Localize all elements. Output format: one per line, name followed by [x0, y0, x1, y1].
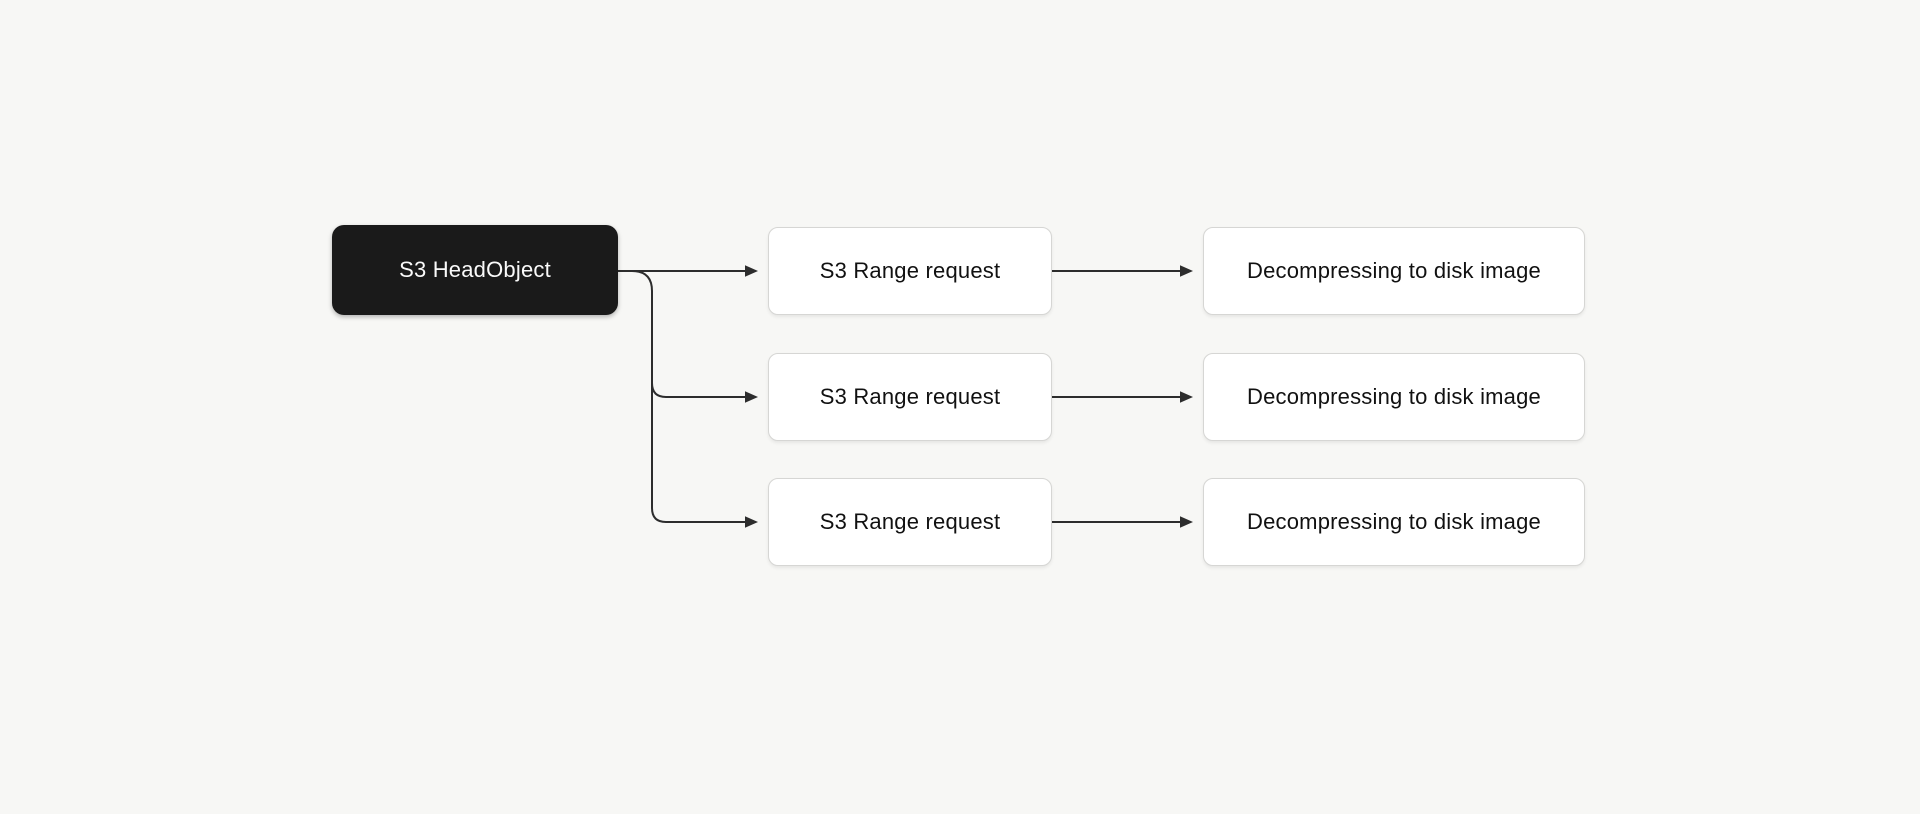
node-decompressing-2-label: Decompressing to disk image	[1247, 384, 1541, 409]
node-decompressing-1-label: Decompressing to disk image	[1247, 258, 1541, 283]
node-decompressing-1: Decompressing to disk image	[1203, 227, 1585, 315]
edge-source-to-range-1	[651, 382, 745, 398]
node-s3-range-request-3: S3 Range request	[768, 478, 1052, 566]
node-s3-headobject: S3 HeadObject	[332, 225, 618, 315]
node-decompressing-3: Decompressing to disk image	[1203, 478, 1585, 566]
node-decompressing-3-label: Decompressing to disk image	[1247, 509, 1541, 534]
arrowhead-icon	[745, 391, 758, 403]
node-s3-range-request-2-label: S3 Range request	[819, 384, 1001, 409]
arrowhead-icon	[745, 265, 758, 277]
node-s3-range-request-3-label: S3 Range request	[819, 509, 1001, 534]
arrowhead-icon	[745, 516, 758, 528]
arrowhead-icon	[1180, 516, 1193, 528]
arrowhead-icon	[1180, 265, 1193, 277]
node-s3-range-request-1-label: S3 Range request	[819, 258, 1001, 283]
edge-source-to-range-2	[618, 270, 745, 523]
arrowhead-icon	[1180, 391, 1193, 403]
node-s3-headobject-label: S3 HeadObject	[399, 257, 551, 282]
node-s3-range-request-1: S3 Range request	[768, 227, 1052, 315]
node-decompressing-2: Decompressing to disk image	[1203, 353, 1585, 441]
node-s3-range-request-2: S3 Range request	[768, 353, 1052, 441]
